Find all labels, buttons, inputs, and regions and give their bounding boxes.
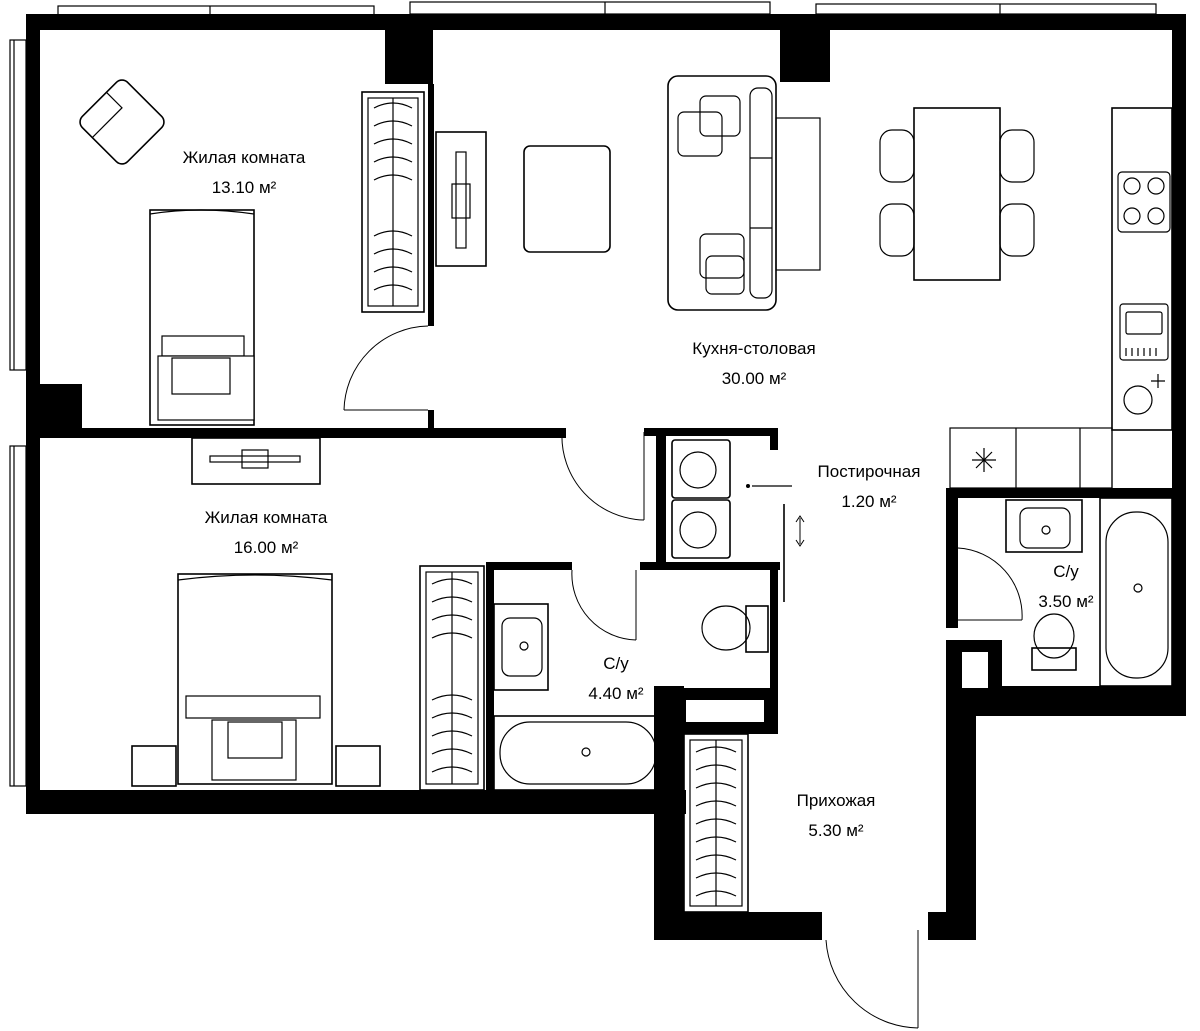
room-area: 5.30 м² xyxy=(808,821,863,840)
bath1-fixtures xyxy=(493,603,769,791)
room-name: Жилая комната xyxy=(205,508,328,527)
wall-cutouts xyxy=(686,652,988,722)
room-name: Кухня-столовая xyxy=(692,339,815,358)
room-label-bath-1: С/у 4.40 м² xyxy=(588,654,643,703)
room-name: С/у xyxy=(603,654,629,673)
kitchen-counter xyxy=(949,107,1173,489)
rug xyxy=(523,145,611,253)
room-label-hall: Прихожая 5.30 м² xyxy=(797,791,876,840)
sofa xyxy=(667,75,821,311)
room-area: 30.00 м² xyxy=(722,369,787,388)
room-name: Постирочная xyxy=(818,462,921,481)
room-name: Прихожая xyxy=(797,791,876,810)
room-area: 16.00 м² xyxy=(234,538,299,557)
room-name: С/у xyxy=(1053,562,1079,581)
room-area: 4.40 м² xyxy=(588,684,643,703)
bed-1 xyxy=(149,209,255,426)
room-name: Жилая комната xyxy=(183,148,306,167)
room-area: 3.50 м² xyxy=(1038,592,1093,611)
room-label-laundry: Постирочная 1.20 м² xyxy=(818,462,921,511)
wardrobe-1 xyxy=(361,91,425,313)
tv-console xyxy=(435,131,487,267)
room-area: 1.20 м² xyxy=(841,492,896,511)
room-label-living-1: Жилая комната 13.10 м² xyxy=(183,148,306,197)
sparkle-icon xyxy=(1151,374,1165,388)
dining-table xyxy=(879,107,1035,281)
snowflake-icon xyxy=(972,448,996,472)
desk xyxy=(191,437,321,485)
hall-wardrobe xyxy=(683,733,749,913)
room-label-bath-2: С/у 3.50 м² xyxy=(1038,562,1093,611)
room-label-living-2: Жилая комната 16.00 м² xyxy=(205,508,328,557)
wardrobe-1-hangers xyxy=(373,102,413,291)
bath2-fixtures xyxy=(1005,497,1173,687)
doors xyxy=(343,325,1023,1029)
wardrobe-2-hangers xyxy=(431,578,473,773)
wardrobe-2 xyxy=(419,565,485,791)
washing-machines xyxy=(671,439,792,559)
windows xyxy=(9,1,1157,787)
armchair-corner xyxy=(79,79,165,165)
room-area: 13.10 м² xyxy=(212,178,277,197)
room-label-kitchen: Кухня-столовая 30.00 м² xyxy=(692,339,815,388)
bed-2 xyxy=(131,573,381,787)
